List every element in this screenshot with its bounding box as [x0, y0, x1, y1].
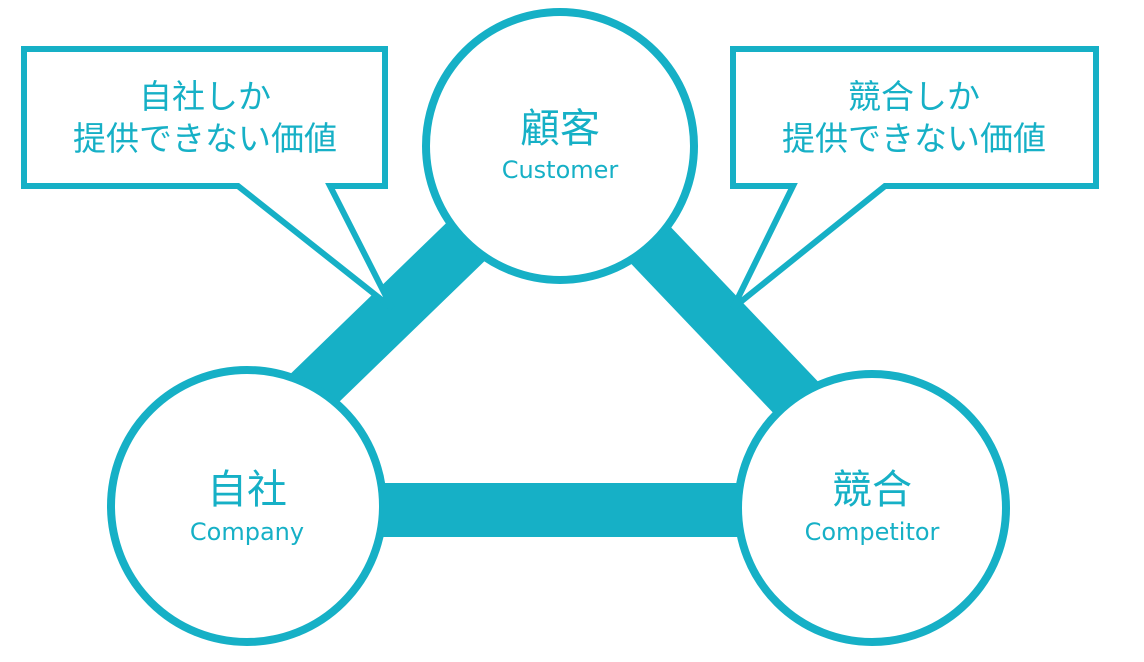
node-company-subtitle: Company	[190, 518, 304, 546]
node-customer-title: 顧客	[520, 106, 600, 152]
node-competitor-circle	[734, 370, 1010, 646]
callout-right-line1: 競合しか	[848, 77, 980, 116]
node-company-title: 自社	[207, 467, 287, 513]
callout-left-line1: 自社しか	[139, 77, 271, 116]
node-competitor-title: 競合	[832, 467, 912, 513]
callout-left-line2: 提供できない価値	[73, 119, 337, 158]
callout-right: 競合しか 提供できない価値	[730, 46, 1099, 311]
node-customer-circle	[422, 8, 698, 284]
callout-left: 自社しか 提供できない価値	[21, 46, 395, 311]
node-competitor-subtitle: Competitor	[805, 518, 940, 546]
callout-right-line2: 提供できない価値	[782, 119, 1046, 158]
node-customer-subtitle: Customer	[502, 156, 619, 184]
node-company-circle	[107, 366, 387, 646]
node-company: 自社 Company	[107, 366, 387, 646]
node-competitor: 競合 Competitor	[734, 370, 1010, 646]
callout-right-shape	[730, 46, 1099, 311]
callout-left-shape	[21, 46, 395, 311]
node-customer: 顧客 Customer	[422, 8, 698, 284]
